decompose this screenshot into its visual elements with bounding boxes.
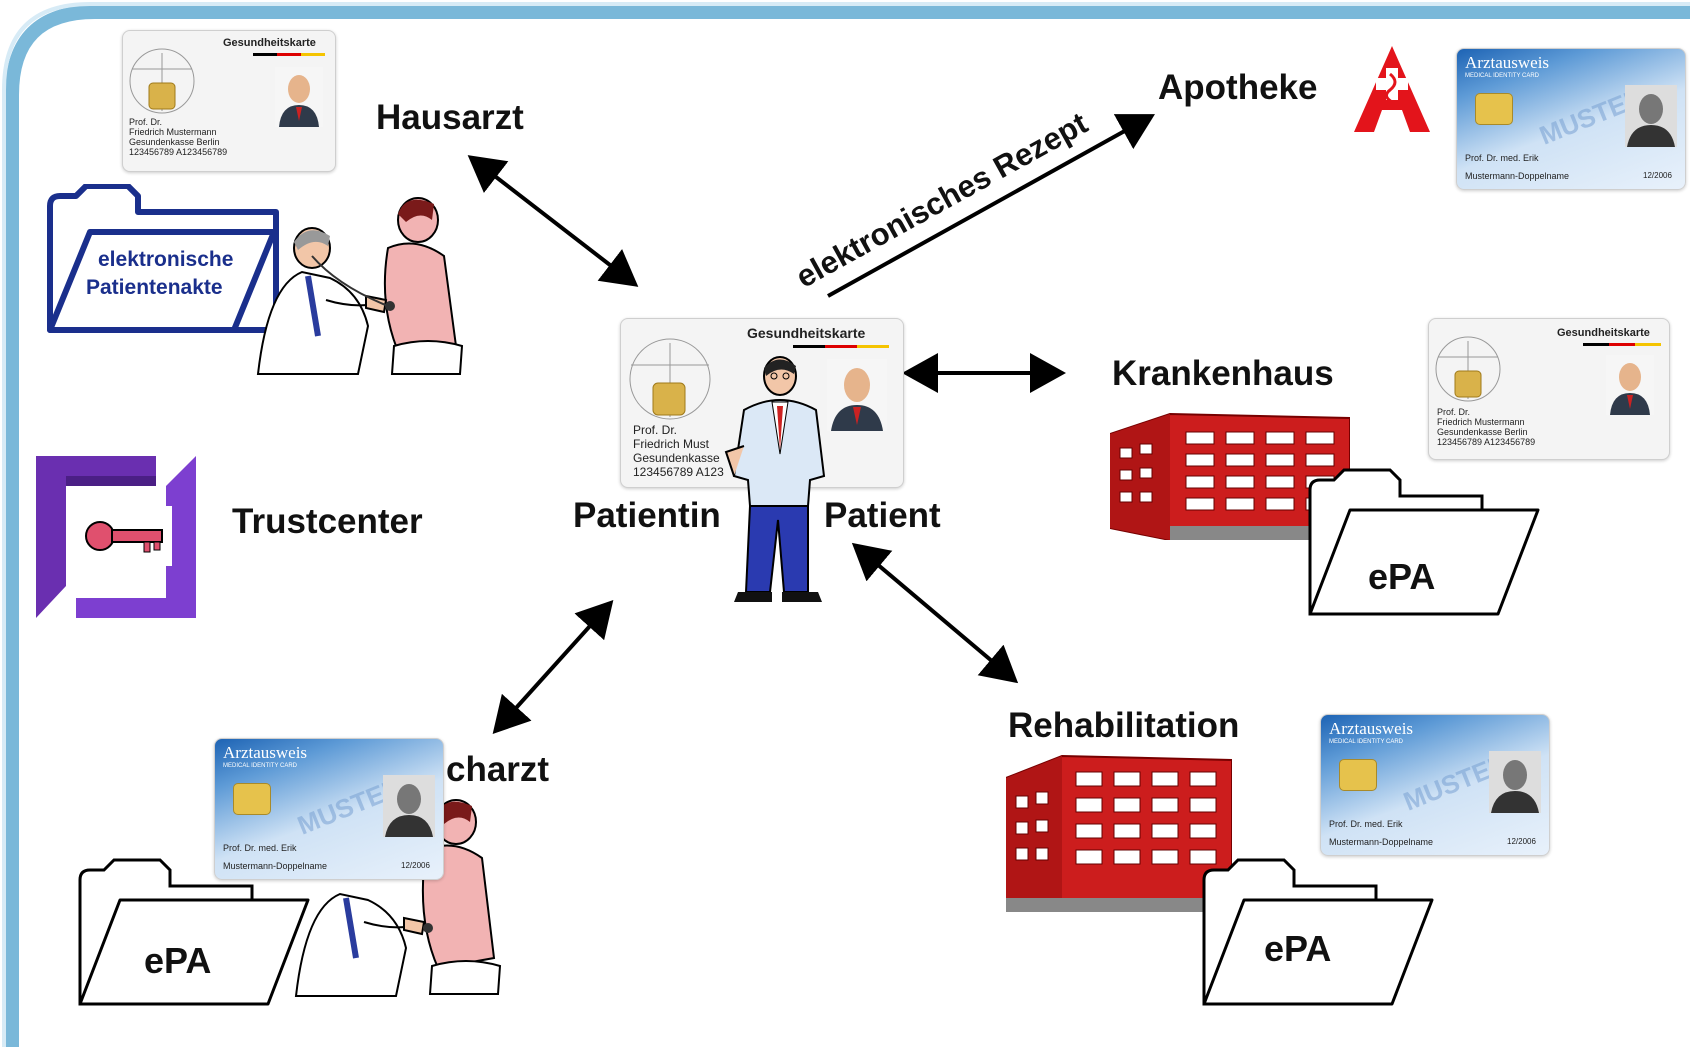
gk-center-line4: 123456789 A123 bbox=[633, 465, 724, 479]
patient-label: Patient bbox=[824, 496, 941, 535]
krankenhaus-label: Krankenhaus bbox=[1112, 354, 1334, 393]
aa-sub: MEDICAL IDENTITY CARD bbox=[1329, 739, 1404, 745]
gk-line1: Prof. Dr. bbox=[129, 117, 163, 127]
patientin-label: Patientin bbox=[573, 496, 721, 535]
aa-name1: Prof. Dr. med. Erik bbox=[1329, 819, 1403, 829]
arrow-hausarzt-patient bbox=[467, 155, 639, 287]
epa-rehab-label: ePA bbox=[1264, 928, 1332, 969]
arztausweis-rehabilitation: Arztausweis MEDICAL IDENTITY CARD MUSTER… bbox=[1320, 714, 1550, 856]
arrow-rezept bbox=[827, 114, 1155, 298]
epa-folder-icon bbox=[1202, 858, 1434, 1006]
doctor-photo bbox=[1625, 85, 1677, 147]
portrait-photo bbox=[275, 67, 323, 127]
gk-line4: 123456789 A123456789 bbox=[129, 147, 228, 157]
aa-name2: Mustermann-Doppelname bbox=[1329, 837, 1434, 847]
aa-valid: 12/2006 bbox=[401, 861, 430, 870]
aa-name1: Prof. Dr. med. Erik bbox=[223, 843, 297, 853]
doctor-examining-icon bbox=[256, 197, 464, 375]
epa-folder-icon bbox=[78, 858, 310, 1006]
arztausweis-apotheke: Arztausweis MEDICAL IDENTITY CARD MUSTER… bbox=[1456, 48, 1686, 190]
trustcenter-key-icon bbox=[36, 456, 196, 618]
apotheke-logo-icon bbox=[1354, 46, 1430, 132]
gk-line1: Prof. Dr. bbox=[1437, 407, 1471, 417]
doctor-photo bbox=[383, 775, 435, 837]
aa-valid: 12/2006 bbox=[1507, 837, 1536, 846]
portrait-photo bbox=[1606, 355, 1654, 415]
gk-line4: 123456789 A123456789 bbox=[1437, 437, 1536, 447]
apotheke-label: Apotheke bbox=[1158, 68, 1318, 107]
gk-title: Gesundheitskarte bbox=[1557, 327, 1650, 339]
arrow-reha-patient bbox=[851, 542, 1019, 684]
arrow-facharzt-patient bbox=[492, 600, 614, 734]
gesundheitskarte-hausarzt: Gesundheitskarte Prof. Dr. Friedrich Mus… bbox=[122, 30, 336, 172]
gk-line2: Friedrich Mustermann bbox=[1437, 417, 1525, 427]
portrait-photo bbox=[827, 359, 887, 431]
aa-title: Arztausweis bbox=[1329, 719, 1414, 738]
gk-line3: Gesundenkasse Berlin bbox=[129, 137, 220, 147]
aa-valid: 12/2006 bbox=[1643, 171, 1672, 180]
patientenakte-folder-icon bbox=[47, 184, 279, 333]
aa-name1: Prof. Dr. med. Erik bbox=[1465, 153, 1539, 163]
aa-name2: Mustermann-Doppelname bbox=[1465, 171, 1570, 181]
epa-folder-icon bbox=[1308, 468, 1540, 616]
rehabilitation-label: Rehabilitation bbox=[1008, 706, 1240, 745]
epa-krankenhaus-label: ePA bbox=[1368, 556, 1436, 597]
vitruvian-icon bbox=[129, 48, 195, 114]
gk-center-line3: Gesundenkasse bbox=[633, 451, 720, 465]
gk-line2: Friedrich Mustermann bbox=[129, 127, 217, 137]
gk-center-line2: Friedrich Must bbox=[633, 437, 710, 451]
patientenakte-line1: elektronische bbox=[98, 248, 234, 271]
aa-sub: MEDICAL IDENTITY CARD bbox=[223, 763, 298, 769]
rehab-building-icon bbox=[1006, 754, 1232, 912]
gk-title: Gesundheitskarte bbox=[747, 325, 866, 341]
arztausweis-facharzt: Arztausweis MEDICAL IDENTITY CARD MUSTER… bbox=[214, 738, 444, 880]
epa-facharzt-label: ePA bbox=[144, 940, 212, 981]
vitruvian-icon bbox=[629, 338, 711, 420]
gk-line1: Prof. Dr. bbox=[633, 423, 678, 437]
aa-title: Arztausweis bbox=[1465, 53, 1550, 72]
patientenakte-line2: Patientenakte bbox=[86, 276, 223, 299]
gk-line3: Gesundenkasse Berlin bbox=[1437, 427, 1528, 437]
facharzt-label: charzt bbox=[446, 750, 550, 789]
trustcenter-label: Trustcenter bbox=[232, 502, 423, 541]
hausarzt-label: Hausarzt bbox=[376, 98, 524, 137]
aa-name2: Mustermann-Doppelname bbox=[223, 861, 328, 871]
vitruvian-icon bbox=[1435, 336, 1501, 402]
patient-figure-icon bbox=[724, 356, 826, 602]
frame-border bbox=[5, 5, 1690, 1047]
aa-sub: MEDICAL IDENTITY CARD bbox=[1465, 73, 1540, 79]
gesundheitskarte-krankenhaus: Gesundheitskarte Prof. Dr. Friedrich Mus… bbox=[1428, 318, 1670, 460]
doctor-photo bbox=[1489, 751, 1541, 813]
gk-title: Gesundheitskarte bbox=[223, 37, 316, 49]
aa-title: Arztausweis bbox=[223, 743, 308, 762]
